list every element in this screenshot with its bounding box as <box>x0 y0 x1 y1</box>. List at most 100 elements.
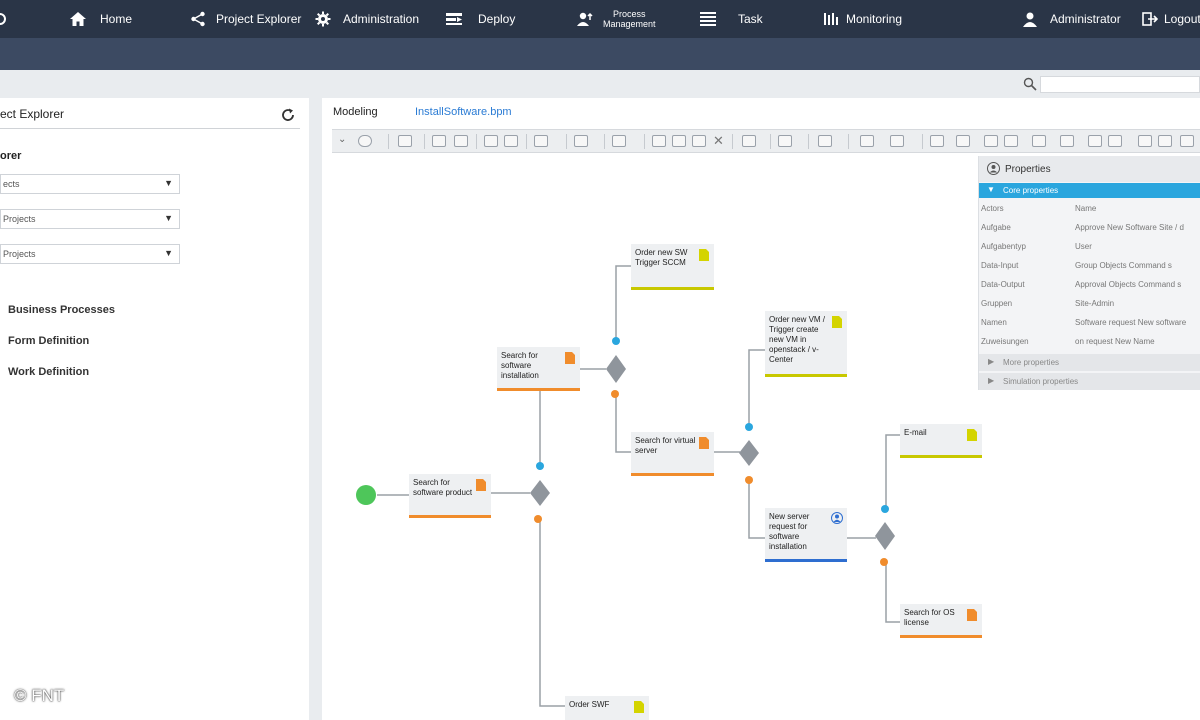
nav-monitoring[interactable]: Monitoring <box>822 0 902 38</box>
panel-divider <box>0 128 300 129</box>
tree-item-business-processes[interactable]: Business Processes <box>8 304 116 316</box>
cut-icon[interactable] <box>652 135 666 147</box>
property-key: Aufgabentyp <box>981 242 1026 251</box>
save-icon[interactable] <box>778 135 792 147</box>
task-new-server-request[interactable]: New server request for software installa… <box>765 508 847 562</box>
copyright-watermark: © FNT <box>14 686 65 705</box>
simulation-properties-section[interactable]: ▶ Simulation properties <box>979 373 1200 390</box>
task-search-os-license[interactable]: Search for OS license <box>900 604 982 638</box>
more-properties-label: More properties <box>1003 358 1060 367</box>
zoom-icon[interactable] <box>742 135 756 147</box>
core-properties-section[interactable]: ▼ Core properties <box>979 183 1200 198</box>
tree-item-work-definition[interactable]: Work Definition <box>8 366 90 378</box>
document-yellow-icon <box>699 249 709 261</box>
task-search-software-product[interactable]: Search for software product <box>409 474 491 518</box>
layout-icon[interactable] <box>860 135 874 147</box>
property-value: Site-Admin <box>1075 299 1115 308</box>
collapse-icon[interactable] <box>1004 135 1018 147</box>
nav-user[interactable]: Administrator <box>1020 0 1121 38</box>
explorer-heading: orer <box>0 150 22 162</box>
task-label: Order SWF <box>569 700 610 709</box>
refresh-icon[interactable] <box>280 107 296 123</box>
tree-item-form-definition[interactable]: Form Definition <box>8 335 90 347</box>
tab-file-name[interactable]: InstallSoftware.bpm <box>415 106 512 118</box>
core-properties-label: Core properties <box>1003 186 1059 195</box>
branch-icon[interactable] <box>534 135 548 147</box>
toolbar-separator <box>732 134 733 149</box>
property-row[interactable]: Aufgabentyp User <box>979 238 1200 257</box>
user-icon <box>1020 9 1040 29</box>
copy-icon[interactable] <box>672 135 686 147</box>
page-copy-icon[interactable] <box>454 135 468 147</box>
nav-administration-label: Administration <box>343 12 420 26</box>
task-search-virtual-server[interactable]: Search for virtual server <box>631 432 714 476</box>
properties-header[interactable]: Properties <box>979 156 1200 182</box>
dropdown-arrow-icon: ▼ <box>164 178 173 188</box>
align-icon[interactable] <box>1158 135 1172 147</box>
explorer-dropdown-1[interactable]: ects ▼ <box>0 174 180 194</box>
dropdown-3-value: Projects <box>3 249 36 259</box>
delete-icon[interactable]: ✕ <box>713 133 724 148</box>
nav-logout[interactable]: Logout <box>1140 0 1200 38</box>
bracket-icon[interactable] <box>930 135 944 147</box>
task-email[interactable]: E-mail <box>900 424 982 458</box>
pen-icon[interactable] <box>956 135 970 147</box>
task-label: New server request for software installa… <box>769 512 810 551</box>
document-yellow-icon <box>832 316 842 328</box>
caret-right-icon: ▶ <box>988 357 995 366</box>
app-logo[interactable] <box>0 0 22 38</box>
explorer-dropdown-3[interactable]: Projects ▼ <box>0 244 180 264</box>
task-order-new-sw[interactable]: Order new SW Trigger SCCM <box>631 244 714 290</box>
tab-modeling[interactable]: Modeling <box>333 106 378 118</box>
nav-process-management[interactable]: Process Management <box>575 0 656 38</box>
shapes-alt-icon[interactable] <box>504 135 518 147</box>
task-label: Search for OS license <box>904 608 955 627</box>
nav-deploy[interactable]: Deploy <box>444 0 515 38</box>
toolbar-separator <box>566 134 567 149</box>
nav-process-line2: Management <box>603 19 656 29</box>
dropdown-1-value: ects <box>3 179 20 189</box>
redo-icon[interactable] <box>1108 135 1122 147</box>
property-value: User <box>1075 242 1092 251</box>
project-explorer-panel: ect Explorer orer ects ▼ Projects ▼ Proj… <box>0 98 309 720</box>
nav-administration[interactable]: Administration <box>313 0 419 38</box>
print-icon[interactable] <box>574 135 588 147</box>
paste-icon[interactable] <box>692 135 706 147</box>
disk-icon[interactable] <box>1060 135 1074 147</box>
task-search-software-installation[interactable]: Search for software installation <box>497 347 580 391</box>
tools-icon[interactable] <box>818 135 832 147</box>
undo-icon[interactable] <box>1088 135 1102 147</box>
shapes-icon[interactable] <box>484 135 498 147</box>
explorer-dropdown-2[interactable]: Projects ▼ <box>0 209 180 229</box>
task-order-new-vm[interactable]: Order new VM / Trigger create new VM in … <box>765 311 847 377</box>
search-input[interactable] <box>1040 76 1200 93</box>
page-icon[interactable] <box>432 135 446 147</box>
collapse-chevron-icon[interactable]: ⌄ <box>338 134 347 145</box>
nav-process-line1: Process <box>613 9 646 19</box>
layout-alt-icon[interactable] <box>890 135 904 147</box>
task-order-swf[interactable]: Order SWF <box>565 696 649 720</box>
user-circle-icon <box>987 162 1000 175</box>
more-properties-section[interactable]: ▶ More properties <box>979 354 1200 371</box>
chart-icon[interactable] <box>398 135 412 147</box>
move-icon[interactable] <box>1032 135 1046 147</box>
cog-icon <box>313 9 333 29</box>
nav-task[interactable]: Task <box>698 0 763 38</box>
nav-home[interactable]: Home <box>68 0 132 38</box>
search-icon[interactable] <box>1023 77 1037 91</box>
sub-header-bar <box>0 38 1200 70</box>
nav-project-explorer[interactable]: Project Explorer <box>188 0 301 38</box>
frame-icon[interactable] <box>612 135 626 147</box>
expand-icon[interactable] <box>984 135 998 147</box>
pin-icon[interactable] <box>1138 135 1152 147</box>
history-icon[interactable] <box>358 135 372 147</box>
menu-icon[interactable] <box>1180 135 1194 147</box>
